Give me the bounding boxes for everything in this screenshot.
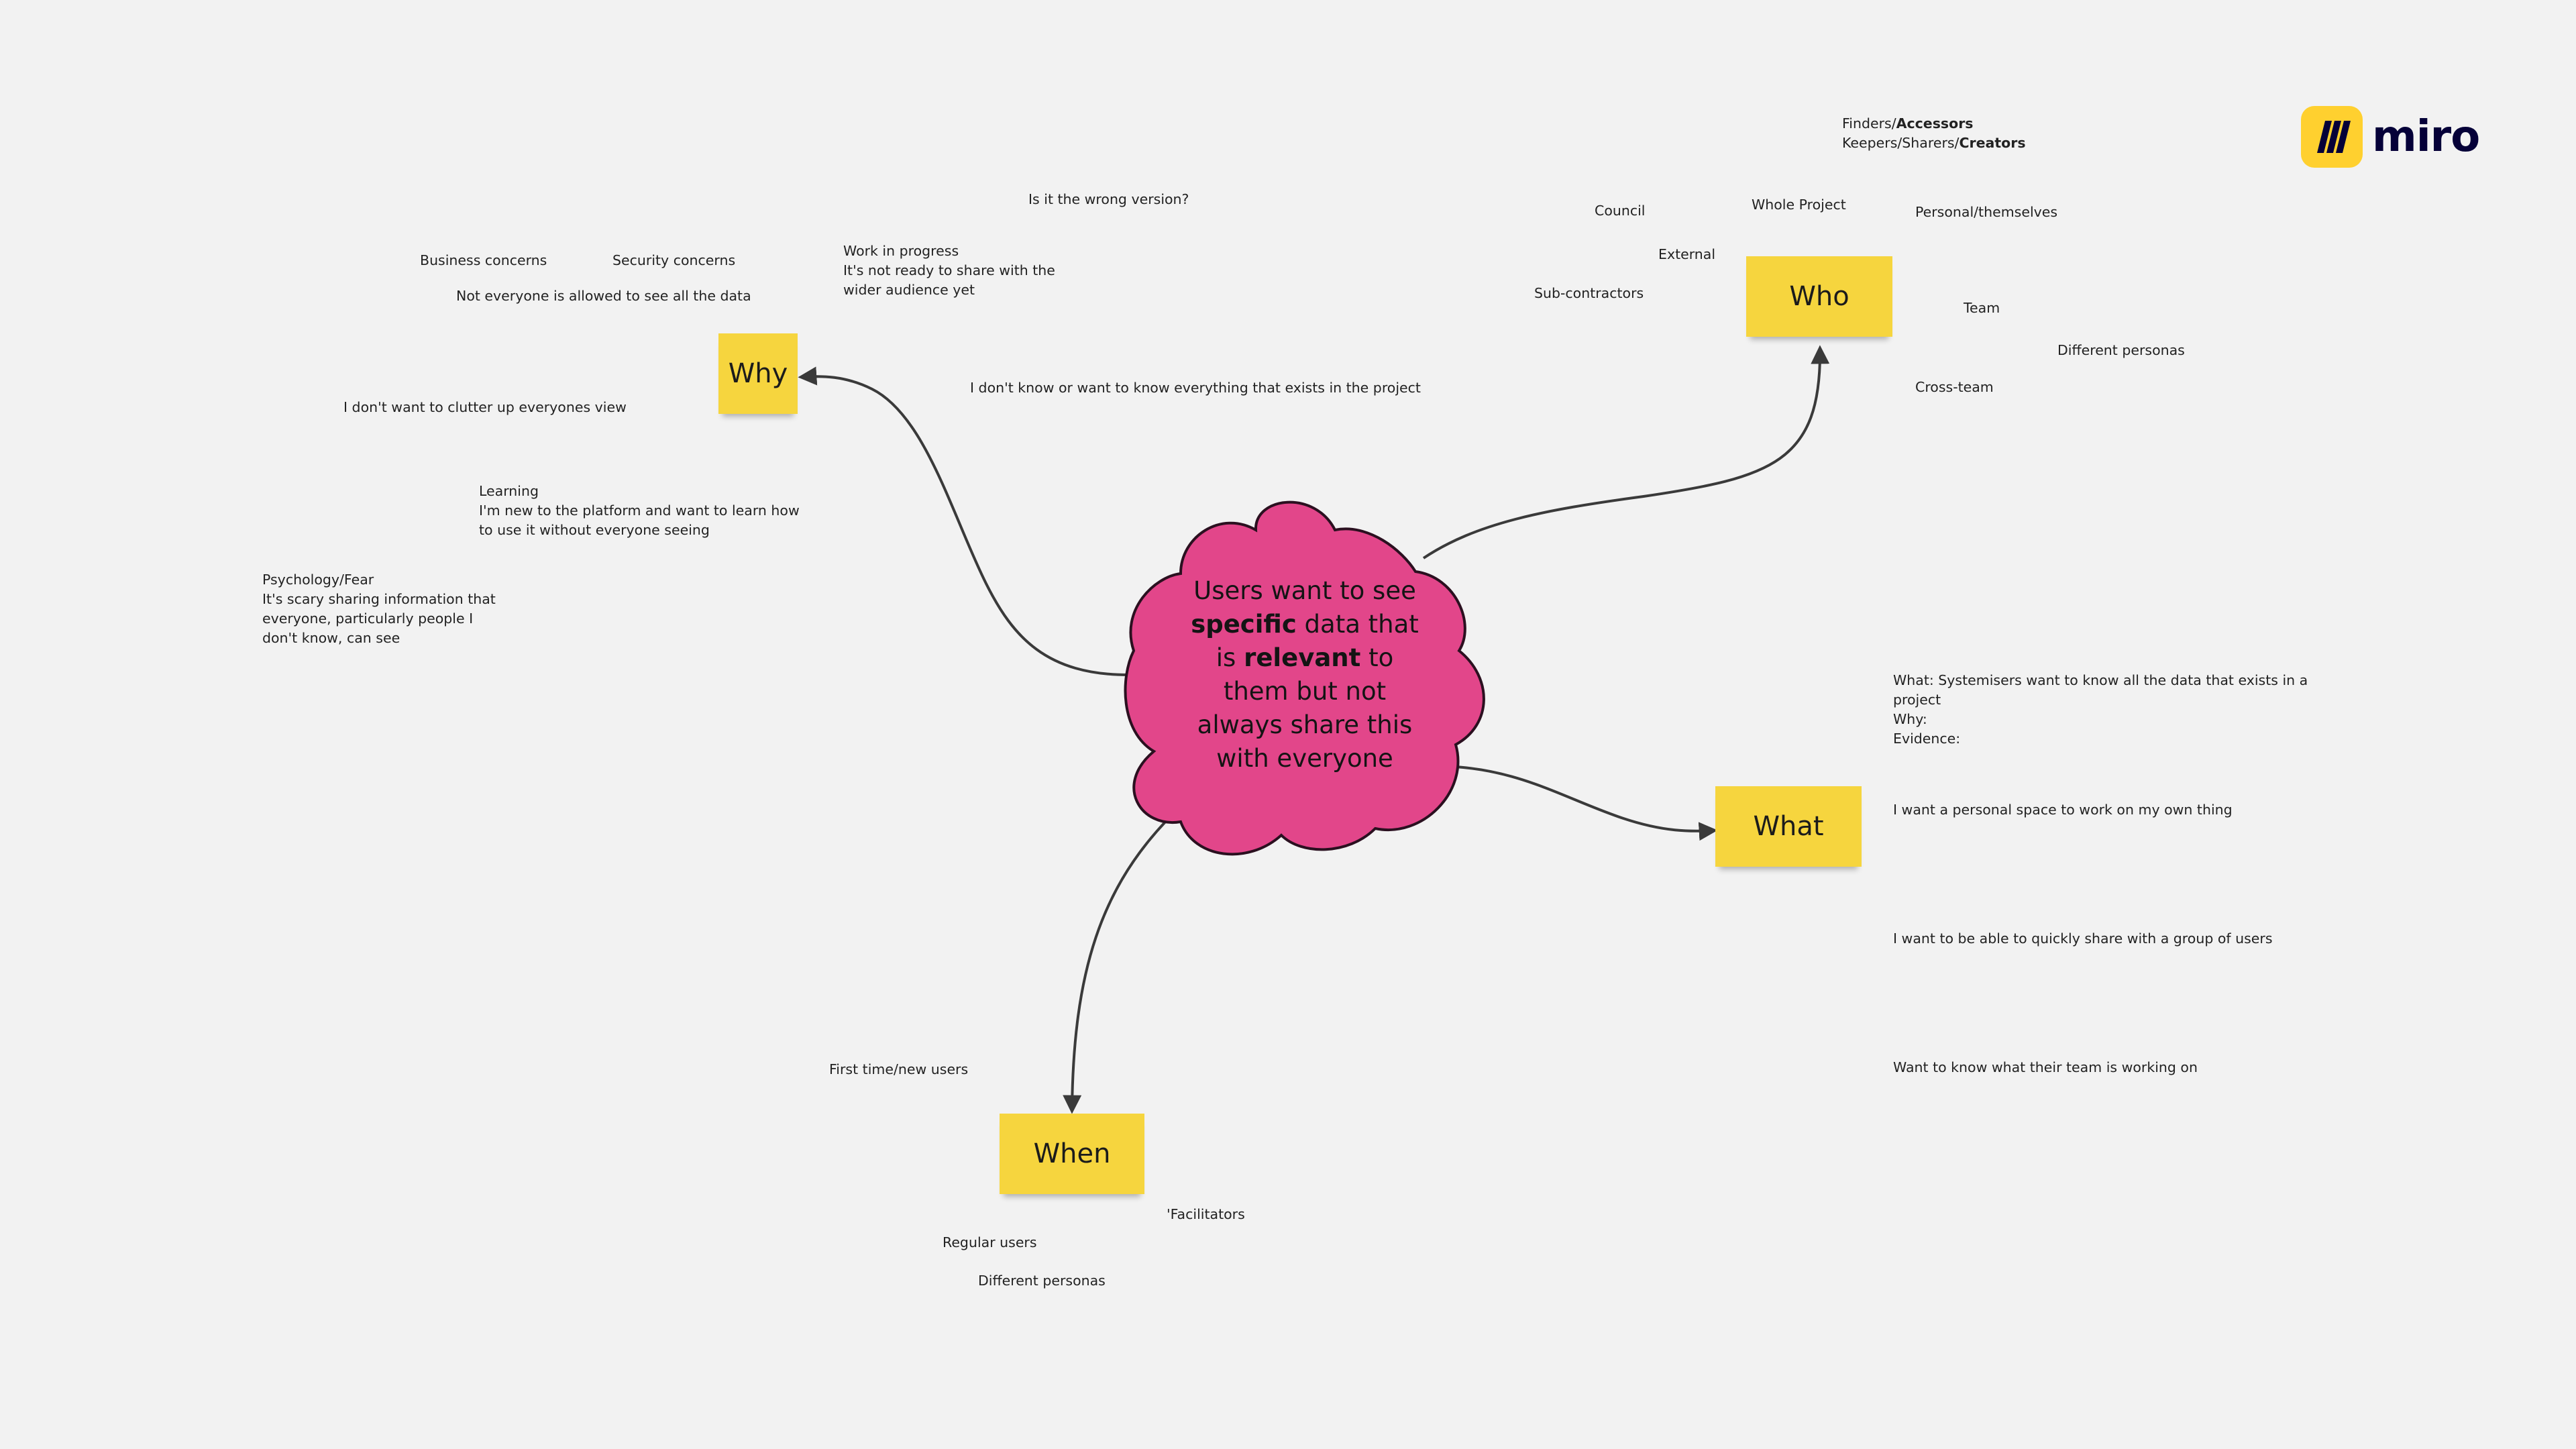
note-council[interactable]: Council <box>1595 203 1646 219</box>
note-dont-know-everything[interactable]: I don't know or want to know everything … <box>970 380 1421 396</box>
note-roles-line-2: Keepers/Sharers/Creators <box>1842 133 2026 153</box>
central-cloud-shape[interactable] <box>1124 500 1485 856</box>
central-text-part-5: to them but not always share this with e… <box>1197 643 1413 773</box>
miro-logo-icon <box>2301 106 2363 168</box>
miro-mark-stripes <box>2317 121 2351 153</box>
sticky-note-why-label: Why <box>728 358 788 389</box>
note-whole-project[interactable]: Whole Project <box>1752 197 1846 213</box>
note-what-line-1: What: Systemisers want to know all the d… <box>1893 672 2308 688</box>
note-clutter-view[interactable]: I don't want to clutter up everyones vie… <box>343 399 627 415</box>
note-learning[interactable]: Learning I'm new to the platform and wan… <box>479 482 800 540</box>
miro-logo: miro <box>2301 106 2480 168</box>
note-regular-users[interactable]: Regular users <box>943 1234 1037 1250</box>
central-statement: Users want to see specific data that is … <box>1181 574 1429 775</box>
sticky-note-what-label: What <box>1753 811 1824 842</box>
note-what-line-4: Evidence: <box>1893 731 1961 747</box>
note-roles-bold-1: Accessors <box>1896 115 1974 131</box>
note-learning-line-3: to use it without everyone seeing <box>479 522 710 538</box>
note-first-time-users[interactable]: First time/new users <box>829 1061 969 1077</box>
note-not-everyone-allowed[interactable]: Not everyone is allowed to see all the d… <box>456 288 751 304</box>
note-user-roles[interactable]: Finders/Accessors Keepers/Sharers/Creato… <box>1842 114 2026 153</box>
note-wrong-version[interactable]: Is it the wrong version? <box>1028 191 1189 207</box>
note-security-concerns[interactable]: Security concerns <box>612 252 736 268</box>
note-share-group[interactable]: I want to be able to quickly share with … <box>1893 930 2273 947</box>
note-wip-line-3: wider audience yet <box>843 282 975 298</box>
note-psychology-line-1: Psychology/Fear <box>262 572 374 588</box>
note-psychology-line-2: It's scary sharing information that <box>262 591 496 607</box>
note-work-in-progress[interactable]: Work in progress It's not ready to share… <box>843 241 1055 300</box>
note-roles-prefix-1: Finders/ <box>1842 115 1896 131</box>
note-cross-team[interactable]: Cross-team <box>1915 379 1994 395</box>
note-wip-line-1: Work in progress <box>843 243 959 259</box>
note-different-personas-when[interactable]: Different personas <box>978 1273 1106 1289</box>
note-what-line-2: project <box>1893 692 1941 708</box>
connector-who[interactable] <box>1422 345 1830 559</box>
note-roles-bold-2: Creators <box>1959 135 2026 151</box>
note-team-working-on[interactable]: Want to know what their team is working … <box>1893 1059 2198 1075</box>
connector-why[interactable] <box>798 366 1129 676</box>
note-business-concerns[interactable]: Business concerns <box>420 252 547 268</box>
note-wip-line-2: It's not ready to share with the <box>843 262 1055 278</box>
note-facilitators[interactable]: 'Facilitators <box>1167 1206 1245 1222</box>
note-psychology-line-3: everyone, particularly people I <box>262 610 474 627</box>
sticky-note-when-label: When <box>1033 1138 1111 1169</box>
miro-logo-text: miro <box>2372 112 2480 162</box>
sticky-note-why[interactable]: Why <box>718 333 798 414</box>
note-team[interactable]: Team <box>1964 300 2000 316</box>
note-roles-prefix-2: Keepers/Sharers/ <box>1842 135 1960 151</box>
sticky-note-who-label: Who <box>1789 281 1849 312</box>
sticky-note-what[interactable]: What <box>1715 786 1862 867</box>
note-psychology-fear[interactable]: Psychology/Fear It's scary sharing infor… <box>262 570 496 648</box>
central-text-part-3: data that is <box>1216 610 1419 672</box>
central-text-part-1: Users want to see <box>1193 576 1416 605</box>
note-sub-contractors[interactable]: Sub-contractors <box>1534 285 1644 301</box>
sticky-note-when[interactable]: When <box>1000 1114 1144 1194</box>
central-text-emphasis-specific: specific <box>1191 610 1297 639</box>
note-external[interactable]: External <box>1658 246 1716 262</box>
note-learning-line-1: Learning <box>479 483 539 499</box>
note-personal-space[interactable]: I want a personal space to work on my ow… <box>1893 802 2233 818</box>
connector-when[interactable] <box>1063 810 1177 1114</box>
note-learning-line-2: I'm new to the platform and want to lear… <box>479 502 800 519</box>
note-what-line-3: Why: <box>1893 711 1927 727</box>
note-psychology-line-4: don't know, can see <box>262 630 400 646</box>
connector-what[interactable] <box>1435 765 1718 841</box>
note-roles-line-1: Finders/Accessors <box>1842 114 2026 133</box>
note-different-personas-who[interactable]: Different personas <box>2057 342 2185 358</box>
note-personal-themselves[interactable]: Personal/themselves <box>1915 204 2058 220</box>
central-text-emphasis-relevant: relevant <box>1244 643 1361 672</box>
sticky-note-who[interactable]: Who <box>1746 256 1892 337</box>
note-what-summary[interactable]: What: Systemisers want to know all the d… <box>1893 671 2308 749</box>
